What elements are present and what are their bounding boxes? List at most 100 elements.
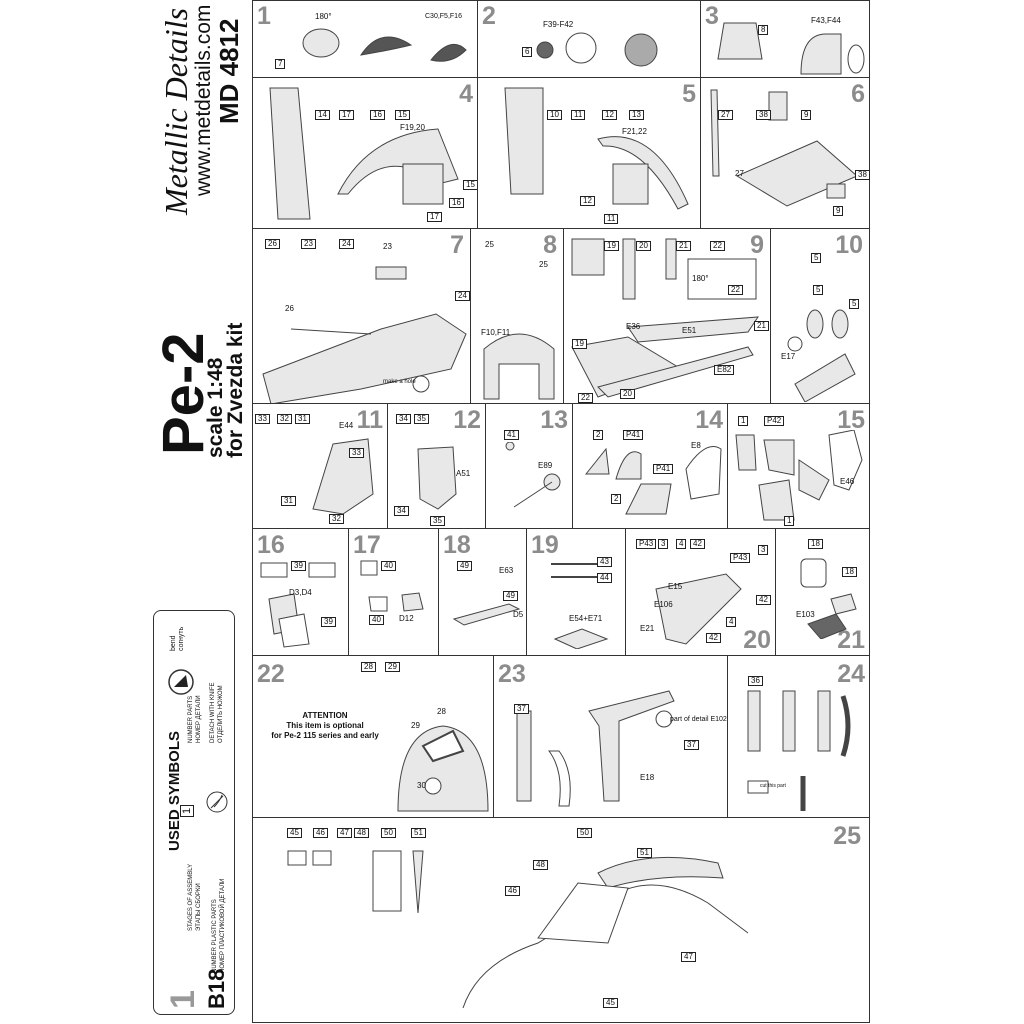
part-label: E51 <box>682 326 697 335</box>
part-drawing <box>710 89 858 207</box>
part-label: F10,F11 <box>481 328 511 337</box>
part-label: E44 <box>339 421 354 430</box>
stage-number: 14 <box>695 406 723 434</box>
stage-number: 17 <box>353 531 381 559</box>
part-label: 2 <box>611 494 622 504</box>
part-label: 47 <box>681 952 696 962</box>
part-label: 8 <box>758 25 769 35</box>
part-label: E15 <box>668 582 683 591</box>
part-label: 22 <box>728 285 743 295</box>
stage-number: 22 <box>257 660 285 688</box>
part-label: 48 <box>354 828 369 838</box>
kit-for: for Zvezda kit <box>224 322 247 458</box>
part-label: 180° <box>692 274 709 283</box>
part-label: 46 <box>505 886 520 896</box>
stage-panel-25: 25 45 46 47 48 50 51 50 51 48 46 47 45 <box>252 817 870 1023</box>
stage-number: 21 <box>837 626 865 654</box>
part-label: E18 <box>640 773 655 782</box>
used-symbols-legend: USED SYMBOLS 1 STAGES OF ASSEMBLY ЭТАПЫ … <box>153 610 235 1015</box>
part-label: E103 <box>796 610 815 619</box>
stage-panel-6: 6 27 38 9 27 38 9 <box>700 77 870 229</box>
part-label: 3 <box>658 539 669 549</box>
part-label: 42 <box>756 595 771 605</box>
part-label: 49 <box>457 561 472 571</box>
part-label: F39-F42 <box>543 20 574 29</box>
part-label: 26 <box>285 304 294 313</box>
part-label: 4 <box>726 617 737 627</box>
part-label: 28 <box>361 662 376 672</box>
legend-title: USED SYMBOLS <box>166 730 183 851</box>
stage-number: 16 <box>257 531 285 559</box>
part-label: 5 <box>849 299 860 309</box>
part-label: part of detail E102 <box>670 716 727 723</box>
stage-panel-21: 21 18 18 E103 <box>775 528 870 656</box>
part-label: 29 <box>411 721 420 730</box>
part-label: make a hole <box>383 379 416 385</box>
brand-url[interactable]: www.metdetails.com <box>192 4 215 196</box>
part-label: 25 <box>485 240 494 249</box>
stage-number: 20 <box>743 626 771 654</box>
part-label: 20 <box>620 389 635 399</box>
attention-line: for Pe-2 115 series and early <box>271 731 379 740</box>
stage-panel-17: 17 40 40 D12 <box>348 528 439 656</box>
stage-number: 9 <box>750 231 764 259</box>
legend-plastic-en: NUMBER PLASTIC PARTS <box>212 899 218 973</box>
part-drawing <box>452 603 521 626</box>
stage-panel-8: 8 25 25 F10,F11 <box>470 228 564 404</box>
part-label: 34 <box>394 506 409 516</box>
part-label: 13 <box>629 110 644 120</box>
part-label: 12 <box>580 196 595 206</box>
stage-number: 8 <box>543 231 557 259</box>
legend-plastic-symbol: B18 <box>204 968 229 1009</box>
part-label: 27 <box>735 169 744 178</box>
part-label: 47 <box>337 828 352 838</box>
part-label: 42 <box>690 539 705 549</box>
part-label: E46 <box>840 477 855 486</box>
part-label: 25 <box>539 260 548 269</box>
stage-number: 1 <box>257 2 271 30</box>
part-drawing <box>536 32 658 67</box>
part-label: 22 <box>710 241 725 251</box>
part-drawing <box>504 87 689 210</box>
part-label: 23 <box>383 242 392 251</box>
stage-number: 6 <box>851 80 865 108</box>
part-label: cut this part <box>760 783 786 789</box>
part-drawing <box>717 22 865 75</box>
part-label: 23 <box>301 239 316 249</box>
part-label: 40 <box>369 615 384 625</box>
part-drawing <box>302 28 467 62</box>
attention-line: This item is optional <box>286 721 364 730</box>
part-label: E89 <box>538 461 553 470</box>
part-label: 21 <box>754 321 769 331</box>
stage-panel-2: 2 6 F39-F42 <box>477 0 701 78</box>
attention-note: ATTENTION This item is optional for Pe-2… <box>265 711 385 741</box>
stage-panel-14: 14 2 P41 E8 P41 2 <box>572 403 728 529</box>
legend-part-number-symbol: 1 <box>180 804 194 817</box>
part-drawing <box>551 563 609 649</box>
part-label: P43 <box>636 539 657 549</box>
part-drawing <box>269 87 459 220</box>
part-label: 44 <box>597 573 612 583</box>
part-label: 29 <box>385 662 400 672</box>
part-drawing <box>260 562 336 648</box>
legend-knife-en: DETACH WITH KNIFE <box>210 682 216 743</box>
part-label: C30,F5,F16 <box>425 13 462 20</box>
stage-number: 19 <box>531 531 559 559</box>
part-label: 12 <box>602 110 617 120</box>
part-label: 180° <box>315 12 332 21</box>
stage-panel-12: 12 34 35 A51 34 35 <box>387 403 486 529</box>
part-label: 16 <box>449 198 464 208</box>
part-label: 11 <box>604 214 619 224</box>
part-label: P41 <box>623 430 644 440</box>
part-label: 24 <box>339 239 354 249</box>
part-label: E21 <box>640 624 655 633</box>
stage-panel-24: 24 36 cut this part <box>727 655 870 818</box>
part-label: 1 <box>738 416 749 426</box>
part-label: 2 <box>593 430 604 440</box>
legend-bend-en: bend <box>170 635 177 651</box>
part-label: 33 <box>255 414 270 424</box>
panel-drawing <box>584 446 722 515</box>
stage-number: 13 <box>540 406 568 434</box>
part-label: 5 <box>811 253 822 263</box>
part-label: E106 <box>654 600 673 609</box>
